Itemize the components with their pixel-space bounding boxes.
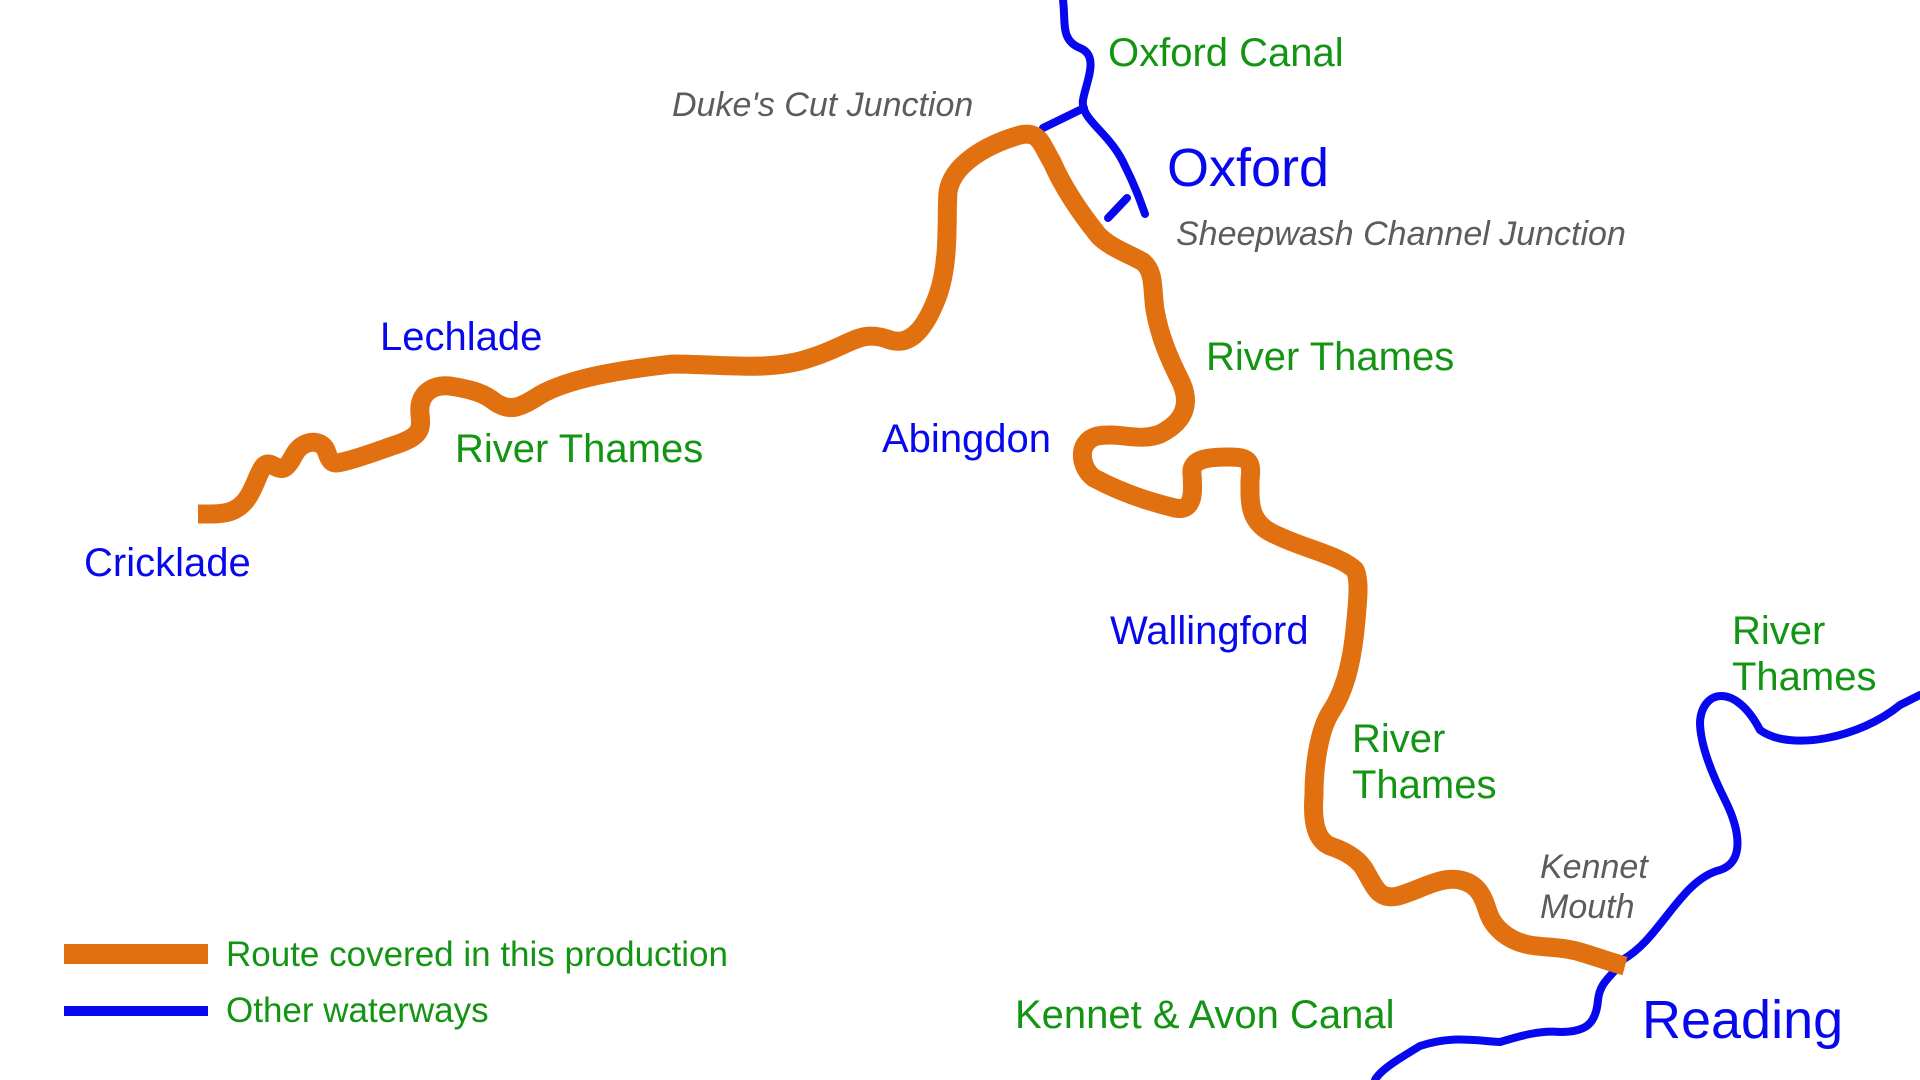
waterway-label-thames-reading: River Thames [1732, 609, 1877, 699]
town-label-cricklade: Cricklade [84, 541, 251, 585]
junction-label-kennet-mouth: Kennet Mouth [1540, 848, 1657, 926]
waterway-label-thames-wallingford-line1: River [1352, 717, 1445, 761]
waterway-label-thames-upper: River Thames [455, 427, 703, 471]
junction-label-kennet-mouth-line1: Kennet [1540, 848, 1649, 886]
oxford-canal-line [1059, 0, 1149, 218]
junction-label-dukes-cut: Duke's Cut Junction [672, 86, 973, 124]
waterway-label-kennet-avon: Kennet & Avon Canal [1015, 993, 1395, 1037]
waterway-label-thames-reading-line2: Thames [1732, 655, 1877, 699]
route-line [197, 124, 1628, 976]
waterway-label-oxford-canal: Oxford Canal [1108, 31, 1344, 75]
town-label-oxford: Oxford [1167, 138, 1329, 198]
legend-other-label: Other waterways [226, 991, 489, 1030]
town-label-reading: Reading [1642, 990, 1843, 1050]
sheepwash-channel-line [1104, 194, 1131, 222]
thames-below-reading-line [1618, 691, 1920, 964]
dukes-cut-line [1039, 104, 1088, 132]
town-label-lechlade: Lechlade [380, 315, 542, 359]
waterway-label-thames-oxford: River Thames [1206, 335, 1454, 379]
legend-route-label: Route covered in this production [226, 935, 728, 974]
junction-label-sheepwash: Sheepwash Channel Junction [1176, 215, 1626, 253]
kennet-avon-canal-line [1371, 958, 1626, 1080]
town-label-wallingford: Wallingford [1110, 609, 1309, 653]
waterway-label-thames-wallingford: River Thames [1352, 717, 1497, 807]
town-label-abingdon: Abingdon [882, 417, 1051, 461]
waterway-label-thames-reading-line1: River [1732, 609, 1825, 653]
waterway-label-thames-wallingford-line2: Thames [1352, 763, 1497, 807]
junction-label-kennet-mouth-line2: Mouth [1540, 888, 1635, 926]
